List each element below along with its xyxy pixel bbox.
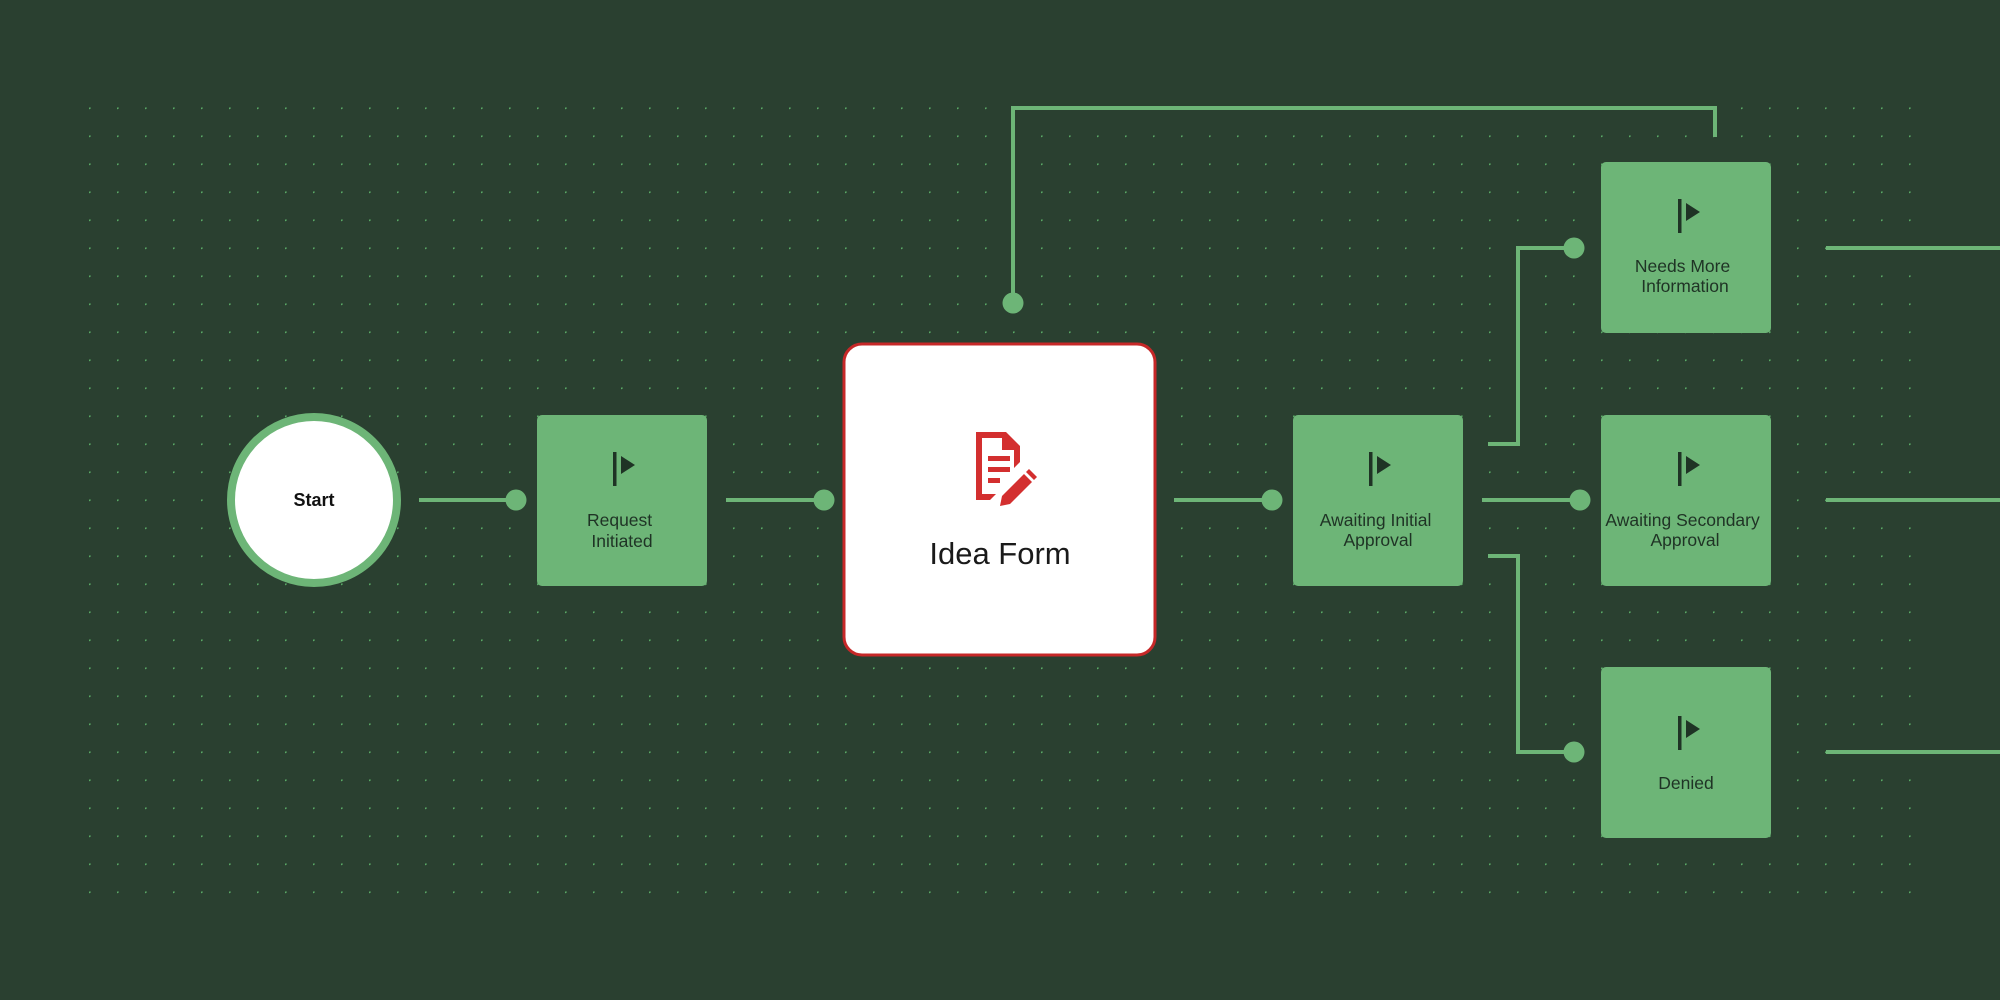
endpoint-dot <box>1261 489 1283 511</box>
endpoint-dot <box>505 489 527 511</box>
node-request-initiated[interactable]: Request Initiated <box>537 415 707 586</box>
node-label-line: Information <box>1641 276 1729 296</box>
connector-initial-to-needs-info <box>1488 246 1572 446</box>
node-label-line: Approval <box>1650 530 1719 550</box>
node-card[interactable] <box>1601 162 1771 333</box>
node-awaiting-secondary-approval[interactable]: Awaiting Secondary Approval <box>1601 415 1771 586</box>
node-card[interactable] <box>1601 415 1771 586</box>
node-label: Awaiting Initial Approval <box>1320 510 1436 550</box>
node-label-line: Needs More <box>1635 256 1730 276</box>
endpoint-dot <box>1569 489 1591 511</box>
node-label: Awaiting Secondary Approval <box>1605 510 1764 550</box>
node-needs-more-information[interactable]: Needs More Information <box>1601 162 1771 333</box>
node-card[interactable] <box>537 415 707 586</box>
flag-icon <box>1678 452 1700 486</box>
flag-icon <box>1678 199 1700 233</box>
node-label-line: Denied <box>1658 773 1713 793</box>
start-circle[interactable] <box>227 413 401 587</box>
flag-icon <box>1369 452 1391 486</box>
start-label: Start <box>293 490 334 510</box>
node-label-line: Initiated <box>591 531 652 551</box>
endpoint-dot <box>1563 741 1585 763</box>
connector-endpoints <box>505 237 1591 763</box>
flag-icon <box>1678 716 1700 750</box>
document-edit-icon <box>976 432 1037 506</box>
node-label-line: Request <box>587 510 652 530</box>
flag-icon <box>613 452 635 486</box>
node-label: Request Initiated <box>587 510 657 551</box>
node-card[interactable] <box>1293 415 1463 586</box>
connector-initial-to-denied <box>1488 554 1572 754</box>
start-node[interactable]: Start <box>227 413 401 587</box>
node-label: Needs More Information <box>1635 256 1735 296</box>
node-label: Denied <box>1658 773 1713 793</box>
endpoint-dot <box>1002 292 1024 314</box>
connectors <box>419 106 2000 754</box>
node-label-line: Awaiting Initial <box>1320 510 1432 530</box>
node-card[interactable] <box>1601 667 1771 838</box>
endpoint-dot <box>1563 237 1585 259</box>
node-label-line: Awaiting Secondary <box>1605 510 1760 530</box>
connector-form-top-loop <box>1011 106 1717 302</box>
node-label-line: Approval <box>1343 530 1412 550</box>
form-title: Idea Form <box>929 536 1070 571</box>
node-denied[interactable]: Denied <box>1601 667 1771 838</box>
node-awaiting-initial-approval[interactable]: Awaiting Initial Approval <box>1293 415 1463 586</box>
node-idea-form[interactable]: Idea Form <box>842 342 1157 657</box>
form-card[interactable] <box>842 342 1157 657</box>
endpoint-dot <box>813 489 835 511</box>
